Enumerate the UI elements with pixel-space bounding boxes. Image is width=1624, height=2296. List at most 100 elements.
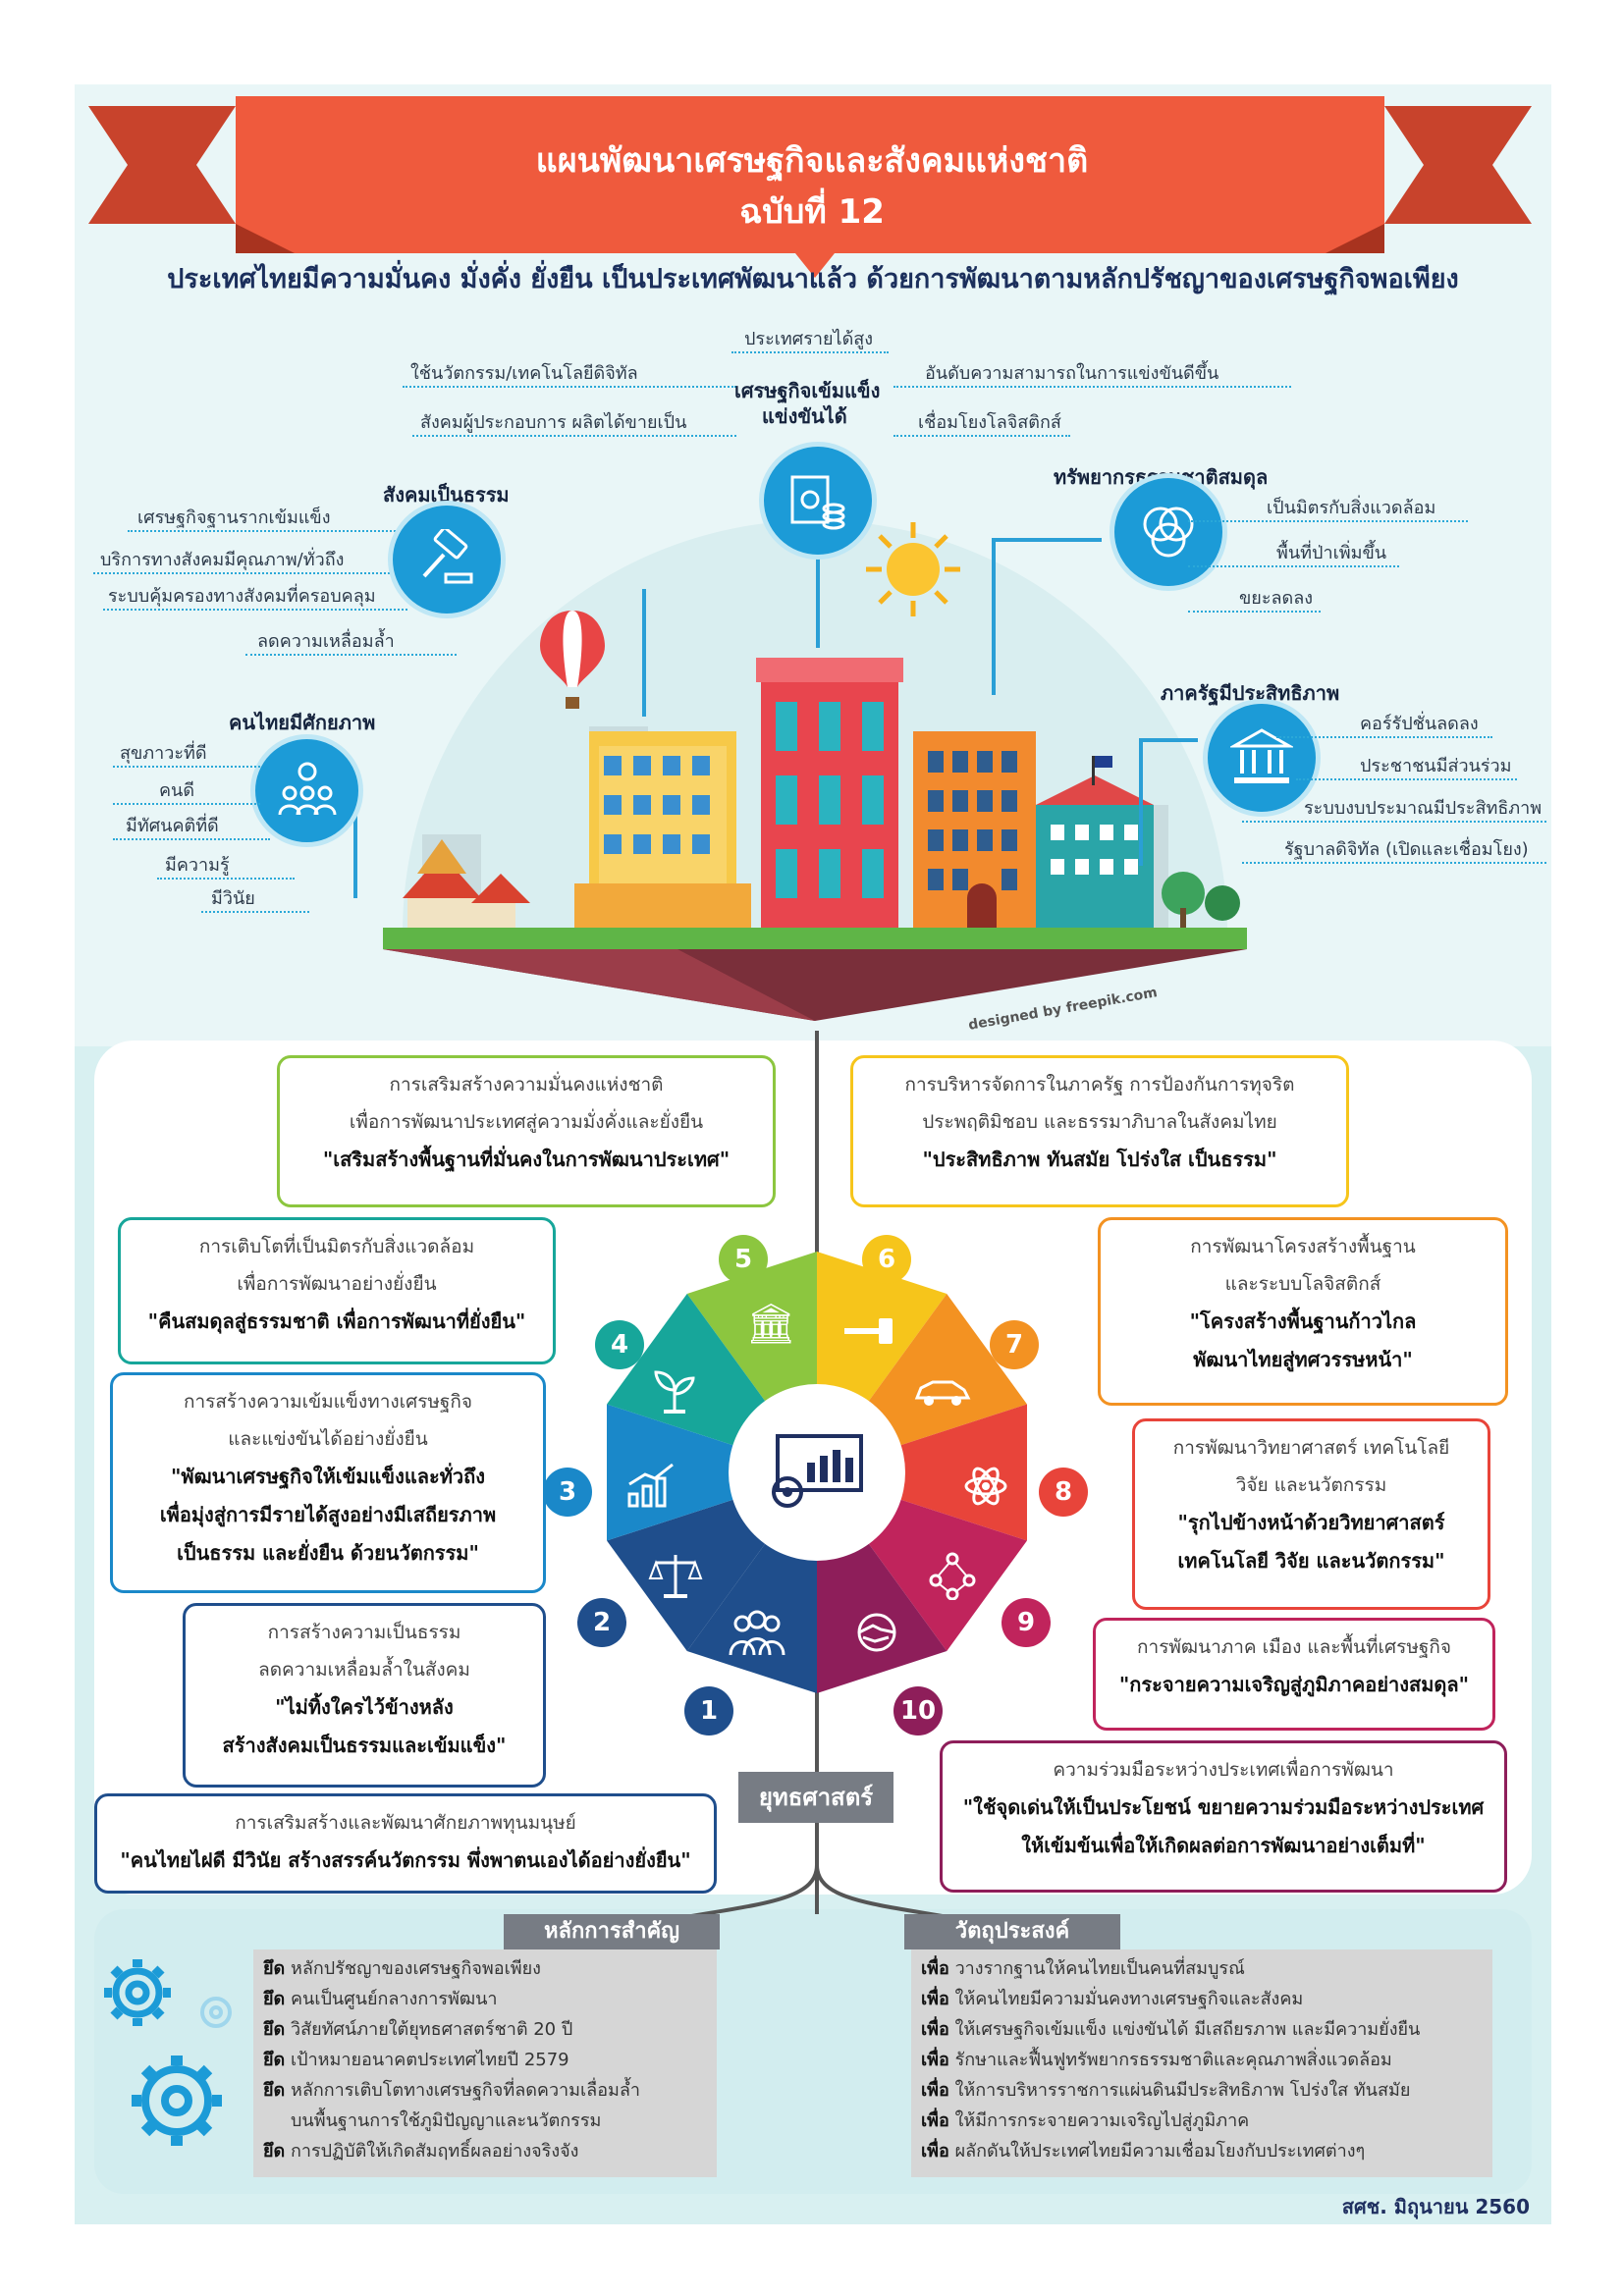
- strategy-box-8: การพัฒนาวิทยาศาสตร์ เทคโนโลยี วิจัย และน…: [1132, 1418, 1490, 1610]
- strategy-10-line1: ความร่วมมือระหว่างประเทศเพื่อการพัฒนา: [1053, 1759, 1394, 1781]
- economy-item-2: ใช้นวัตกรรม/เทคโนโลยีดิจิทัล: [410, 363, 638, 384]
- handshake-icon: [849, 1610, 904, 1659]
- principle-item-3: ยึด วิสัยทัศน์ภายใต้ยุทธศาสตร์ชาติ 20 ปี: [263, 2019, 573, 2040]
- strategy-3-bold1: "พัฒนาเศรษฐกิจให้เข้มแข็งและทั่วถึง: [170, 1465, 486, 1488]
- strategy-box-10: ความร่วมมือระหว่างประเทศเพื่อการพัฒนา "ใ…: [940, 1740, 1507, 1893]
- objective-item-3: เพื่อ ให้เศรษฐกิจเข้มแข็ง แข่งขันได้ มีเ…: [921, 2019, 1421, 2040]
- strategy-label: ยุทธศาสตร์: [738, 1772, 893, 1823]
- plant-icon: [650, 1366, 699, 1419]
- strategy-2-bold2: สร้างสังคมเป็นธรรมและเข้มแข็ง": [222, 1734, 507, 1757]
- economy-item-4: อันดับความสามารถในการแข่งขันดีขึ้น: [925, 363, 1219, 384]
- strategy-8-bold2: เทคโนโลยี วิจัย และนวัตกรรม": [1177, 1549, 1445, 1573]
- objective-item-4: เพื่อ รักษาและฟื้นฟูทรัพยากรธรรมชาติและค…: [921, 2050, 1392, 2070]
- objectives-title: วัตถุประสงค์: [904, 1914, 1120, 1949]
- principle-item-2: ยึด คนเป็นศูนย์กลางการพัฒนา: [263, 1989, 498, 2009]
- strategy-number-3: 3: [543, 1468, 592, 1517]
- strategy-4-line2: เพื่อการพัฒนาอย่างยั่งยืน: [237, 1273, 437, 1295]
- connector-government: [1139, 738, 1143, 866]
- objective-item-2: เพื่อ ให้คนไทยมีความมั่นคงทางเศรษฐกิจและ…: [921, 1989, 1304, 2009]
- wheel-center: [729, 1384, 905, 1561]
- venn-circles-icon: [1143, 507, 1194, 558]
- strategy-1-bold1: "คนไทยไฝดี มีวินัย สร้างสรรค์นวัตกรรม พึ…: [120, 1848, 691, 1872]
- objective-item-7: เพื่อ ผลักดันให้ประเทศไทยมีความเชื่อมโยง…: [921, 2141, 1366, 2162]
- connector-people: [353, 800, 357, 898]
- strategy-8-line2: วิจัย และนวัตกรรม: [1235, 1474, 1387, 1496]
- strategy-box-6: การบริหารจัดการในภาครัฐ การป้องกันการทุจ…: [850, 1055, 1349, 1207]
- connector-resources-h: [992, 538, 1102, 542]
- economy-circle: [759, 442, 877, 560]
- strategy-2-line1: การสร้างความเป็นธรรม: [267, 1622, 461, 1643]
- title-line1: แผนพัฒนาเศรษฐกิจและสังคมแห่งชาติ: [535, 141, 1089, 181]
- strategy-8-line1: การพัฒนาวิทยาศาสตร์ เทคโนโลยี: [1172, 1437, 1450, 1459]
- economy-title-1: เศรษฐกิจเข้มแข็ง: [734, 379, 881, 402]
- resources-item-1: เป็นมิตรกับสิ่งแวดล้อม: [1267, 498, 1436, 518]
- government-circle: [1203, 699, 1321, 817]
- objectives-box: [911, 1949, 1492, 2177]
- strategy-number-2: 2: [577, 1598, 626, 1647]
- strategy-6-bold1: "ประสิทธิภาพ ทันสมัย โปร่งใส เป็นธรรม": [922, 1148, 1277, 1171]
- growth-chart-icon: [623, 1461, 678, 1514]
- vision-statement: ประเทศไทยมีความมั่นคง มั่งคั่ง ยั่งยืน เ…: [167, 264, 1459, 294]
- strategy-10-bold1: "ใช้จุดเด่นให้เป็นประโยชน์ ขยายความร่วมม…: [962, 1795, 1485, 1819]
- strategy-9-bold1: "กระจายความเจริญสู่ภูมิภาคอย่างสมดุล": [1118, 1673, 1470, 1696]
- society-item-2: บริการทางสังคมมีคุณภาพ/ทั่วถึง: [100, 550, 345, 570]
- people-group-icon: [727, 1610, 787, 1663]
- society-item-3: ระบบคุ้มครองทางสังคมที่ครอบคลุม: [108, 586, 376, 607]
- footer-credit: สศช. มิถุนายน 2560: [1341, 2195, 1530, 2218]
- strategy-number-9: 9: [1001, 1598, 1051, 1647]
- network-icon: [928, 1551, 977, 1604]
- people-item-5: มีวินัย: [211, 888, 255, 909]
- principles-list: ยึด หลักปรัชญาของเศรษฐกิจพอเพียง ยึด คนเ…: [263, 1953, 715, 2166]
- connector-resources: [992, 538, 996, 695]
- atom-icon: [962, 1463, 1009, 1514]
- gavel-small-icon: [839, 1310, 893, 1344]
- strategy-number-1: 1: [684, 1686, 733, 1735]
- strategy-number-4: 4: [595, 1320, 644, 1369]
- strategy-number-7: 7: [990, 1320, 1039, 1369]
- strategy-8-bold1: "รุกไปข้างหน้าด้วยวิทยาศาสตร์: [1177, 1511, 1445, 1534]
- strategy-1-line1: การเสริมสร้างและพัฒนาศักยภาพทุนมนุษย์: [235, 1812, 576, 1834]
- society-item-1: เศรษฐกิจฐานรากเข้มแข็ง: [137, 507, 331, 528]
- car-icon: [913, 1374, 972, 1412]
- strategy-6-line2: ประพฤติมิชอบ และธรรมาภิบาลในสังคมไทย: [922, 1111, 1277, 1133]
- strategy-7-line2: และระบบโลจิสติกส์: [1224, 1273, 1381, 1295]
- strategy-box-9: การพัฒนาภาค เมือง และพื้นที่เศรษฐกิจ "กร…: [1093, 1618, 1495, 1731]
- presentation-chart-icon: [772, 1434, 863, 1508]
- objectives-list: เพื่อ วางรากฐานให้คนไทยเป็นคนที่สมบูรณ์ …: [921, 1953, 1490, 2166]
- strategy-box-7: การพัฒนาโครงสร้างพื้นฐาน และระบบโลจิสติก…: [1098, 1217, 1508, 1406]
- resources-item-2: พื้นที่ป่าเพิ่มขึ้น: [1276, 543, 1387, 563]
- strategy-number-5: 5: [719, 1235, 768, 1284]
- connector-society: [642, 589, 646, 717]
- connector-government-h: [1139, 738, 1198, 742]
- principle-item-1: ยึด หลักปรัชญาของเศรษฐกิจพอเพียง: [263, 1958, 541, 1979]
- people-item-2: คนดี: [159, 780, 195, 801]
- strategy-box-1: การเสริมสร้างและพัฒนาศักยภาพทุนมนุษย์ "ค…: [94, 1793, 717, 1894]
- people-item-4: มีความรู้: [165, 855, 230, 876]
- strategy-3-bold2: เพื่อมุ่งสู่การมีรายได้สูงอย่างมีเสถียรภ…: [159, 1503, 497, 1526]
- economy-item-3: สังคมผู้ประกอบการ ผลิตได้ขายเป็น: [420, 412, 687, 433]
- strategy-box-3: การสร้างความเข้มแข็งทางเศรษฐกิจ และแข่งข…: [110, 1372, 546, 1593]
- money-icon: [790, 475, 845, 530]
- principle-item-4: ยึด เป้าหมายอนาคตประเทศไทยปี 2579: [263, 2050, 569, 2070]
- gears-icon: [104, 1959, 232, 2146]
- strategy-box-5: การเสริมสร้างความมั่นคงแห่งชาติ เพื่อการ…: [277, 1055, 776, 1207]
- government-item-2: ประชาชนมีส่วนร่วม: [1360, 756, 1512, 776]
- principles-box: [253, 1949, 717, 2177]
- strategy-4-bold1: "คืนสมดุลสู่ธรรมชาติ เพื่อการพัฒนาที่ยั่…: [147, 1309, 526, 1333]
- strategy-7-line1: การพัฒนาโครงสร้างพื้นฐาน: [1190, 1236, 1416, 1257]
- objective-item-1: เพื่อ วางรากฐานให้คนไทยเป็นคนที่สมบูรณ์: [921, 1958, 1245, 1979]
- strategy-7-bold2: พัฒนาไทยสู่ทศวรรษหน้า": [1193, 1348, 1413, 1371]
- economy-item-5: เชื่อมโยงโลจิสติกส์: [918, 412, 1061, 433]
- society-circle: [388, 501, 506, 618]
- bank-icon: 🏛: [746, 1302, 796, 1347]
- strategy-3-bold3: เป็นธรรม และยั่งยืน ด้วยนวัตกรรม": [177, 1541, 479, 1565]
- city-illustration: [383, 520, 1247, 1021]
- government-building-icon: [1230, 728, 1293, 783]
- economy-item-1: ประเทศรายได้สูง: [744, 329, 874, 349]
- sun-icon: [866, 522, 960, 616]
- strategy-3-line1: การสร้างความเข้มแข็งทางเศรษฐกิจ: [183, 1391, 473, 1413]
- government-item-1: คอร์รัปชั่นลดลง: [1360, 714, 1479, 734]
- strategy-10-bold2: ให้เข้มข้นเพื่อให้เกิดผลต่อการพัฒนาอย่าง…: [1021, 1834, 1426, 1857]
- title-line2: ฉบับที่ 12: [739, 192, 885, 232]
- connector-economy: [816, 530, 820, 648]
